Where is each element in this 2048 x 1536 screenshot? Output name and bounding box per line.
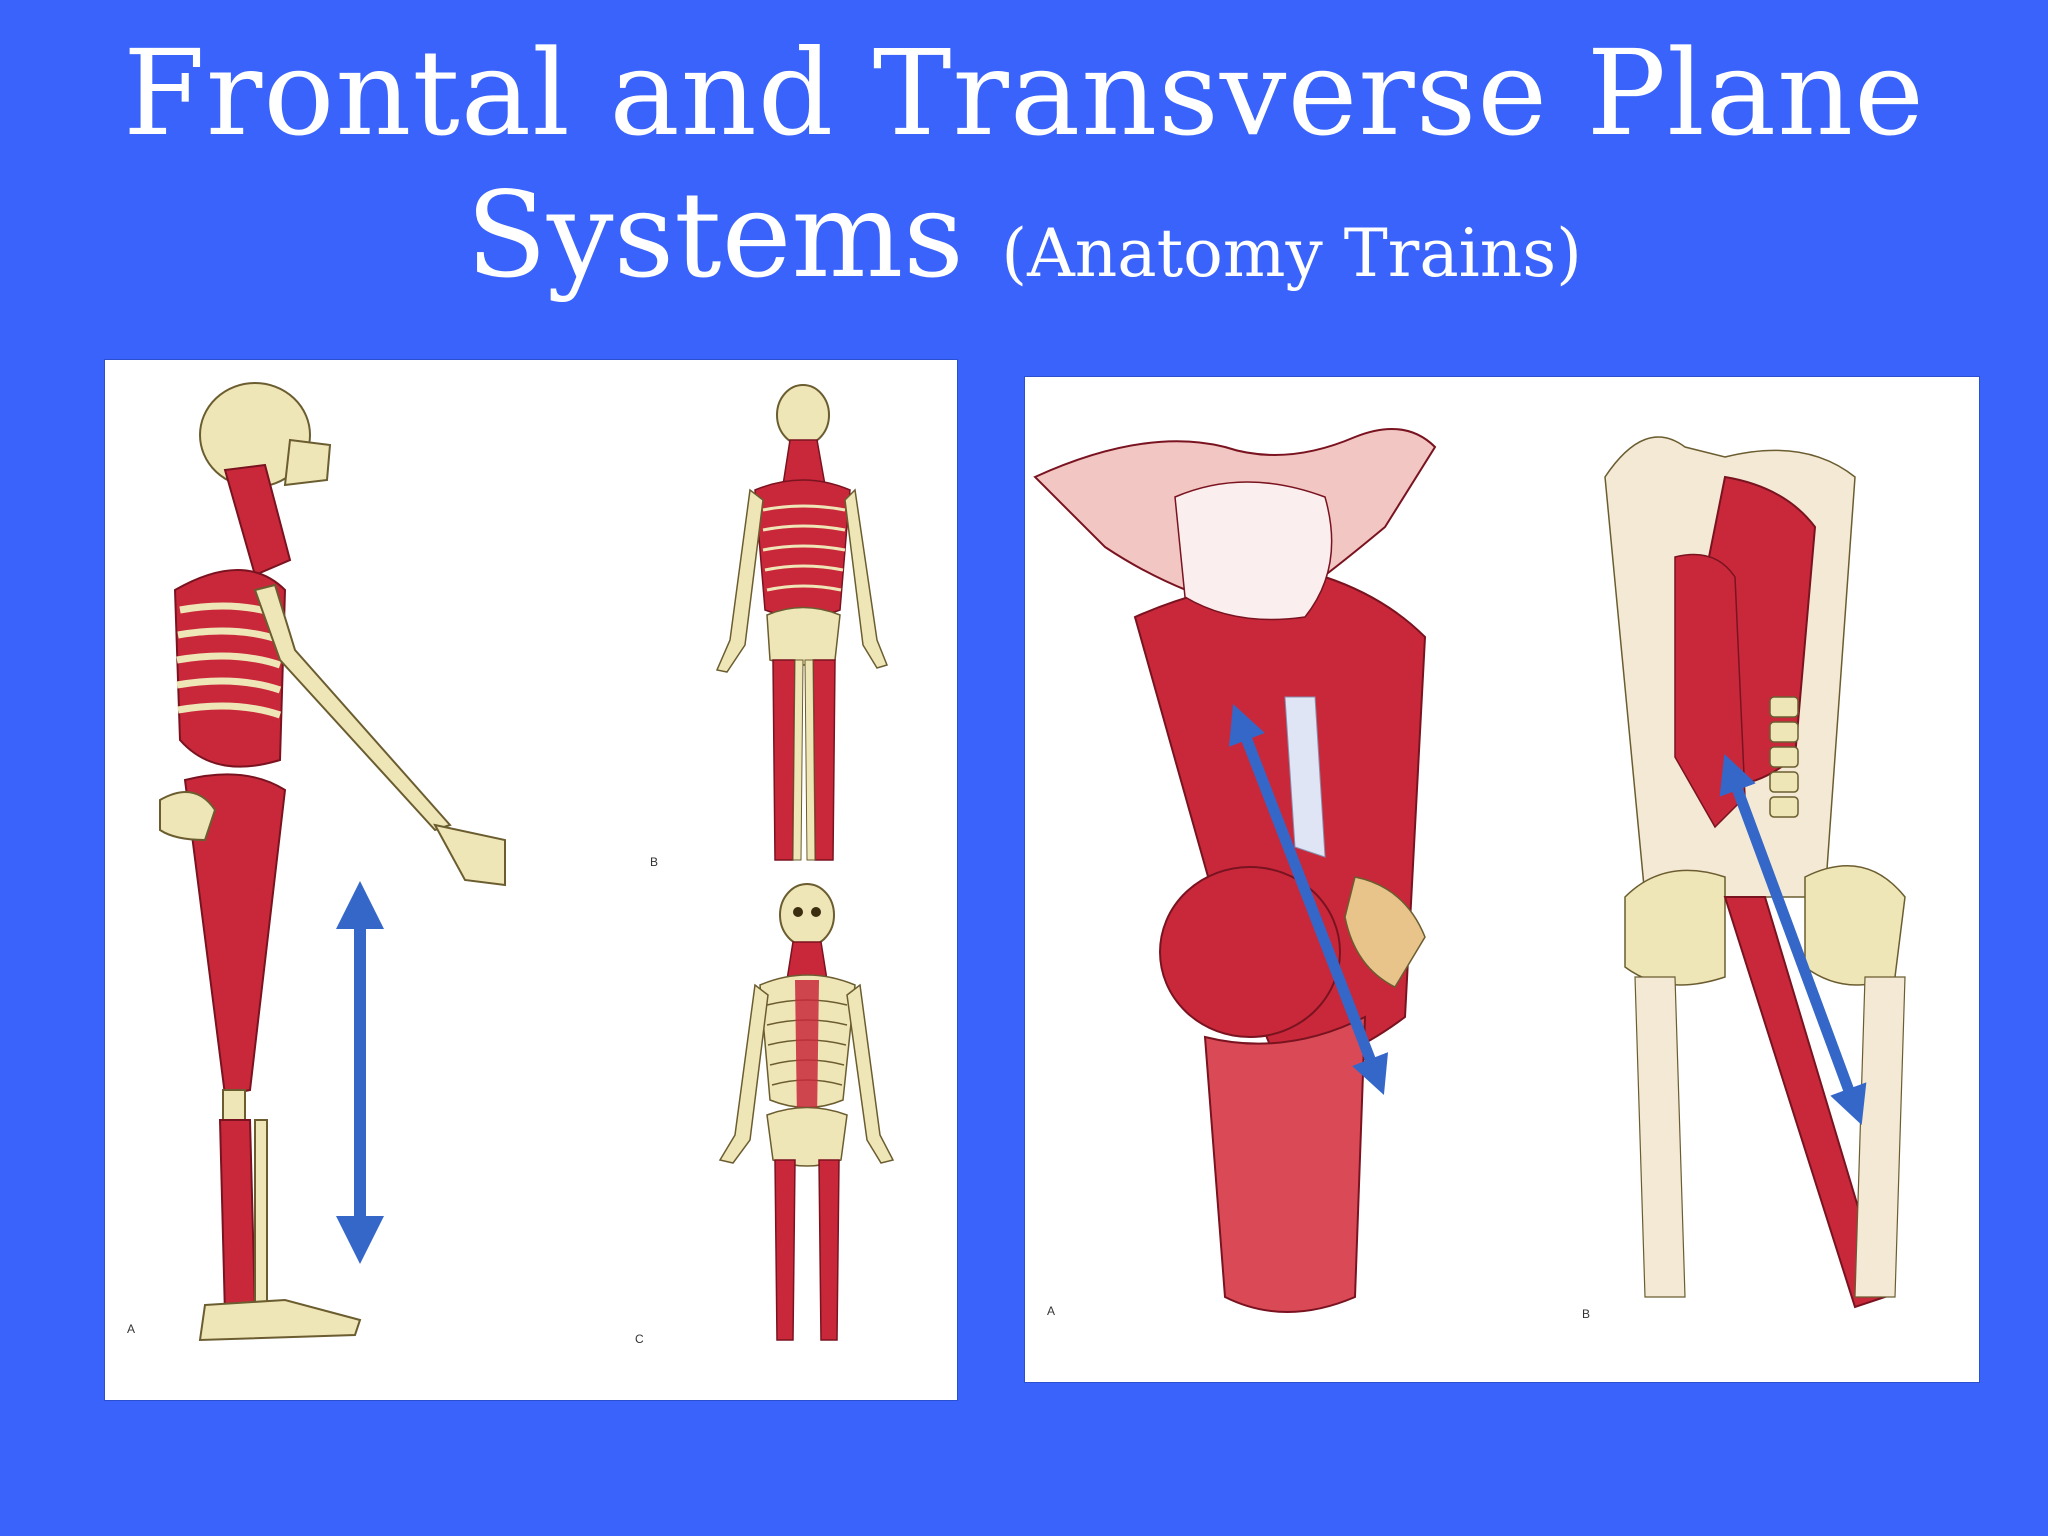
double-headed-arrow [1719,753,1867,1126]
skeleton-lateral-view [159,382,506,1342]
figure-label-a: A [1047,1304,1056,1318]
title-main: Systems [466,166,964,304]
figure-label-b: B [650,855,659,869]
title-line-2: Systems (Anatomy Trains) [0,164,2048,325]
left-figure-panel: A B C [104,359,958,1401]
skeleton-posterior-view [715,384,889,861]
skeleton-anterior-view [718,883,895,1341]
figure-label-c: C [635,1332,644,1346]
slide-title: Frontal and Transverse Plane Systems (An… [0,22,2048,325]
right-figure-panel: A B [1024,376,1980,1383]
figure-label-b: B [1582,1307,1591,1321]
torso-muscles-illustration [1033,428,1906,1313]
skeleton-figures-illustration [159,382,895,1342]
title-line-1: Frontal and Transverse Plane [123,24,1925,162]
double-headed-arrow [1228,704,1389,1095]
title-subtitle: (Anatomy Trains) [1001,215,1582,292]
figure-label-a: A [127,1322,136,1336]
anterior-torso-muscles [1604,436,1906,1309]
posterior-torso-muscles [1033,428,1437,1313]
